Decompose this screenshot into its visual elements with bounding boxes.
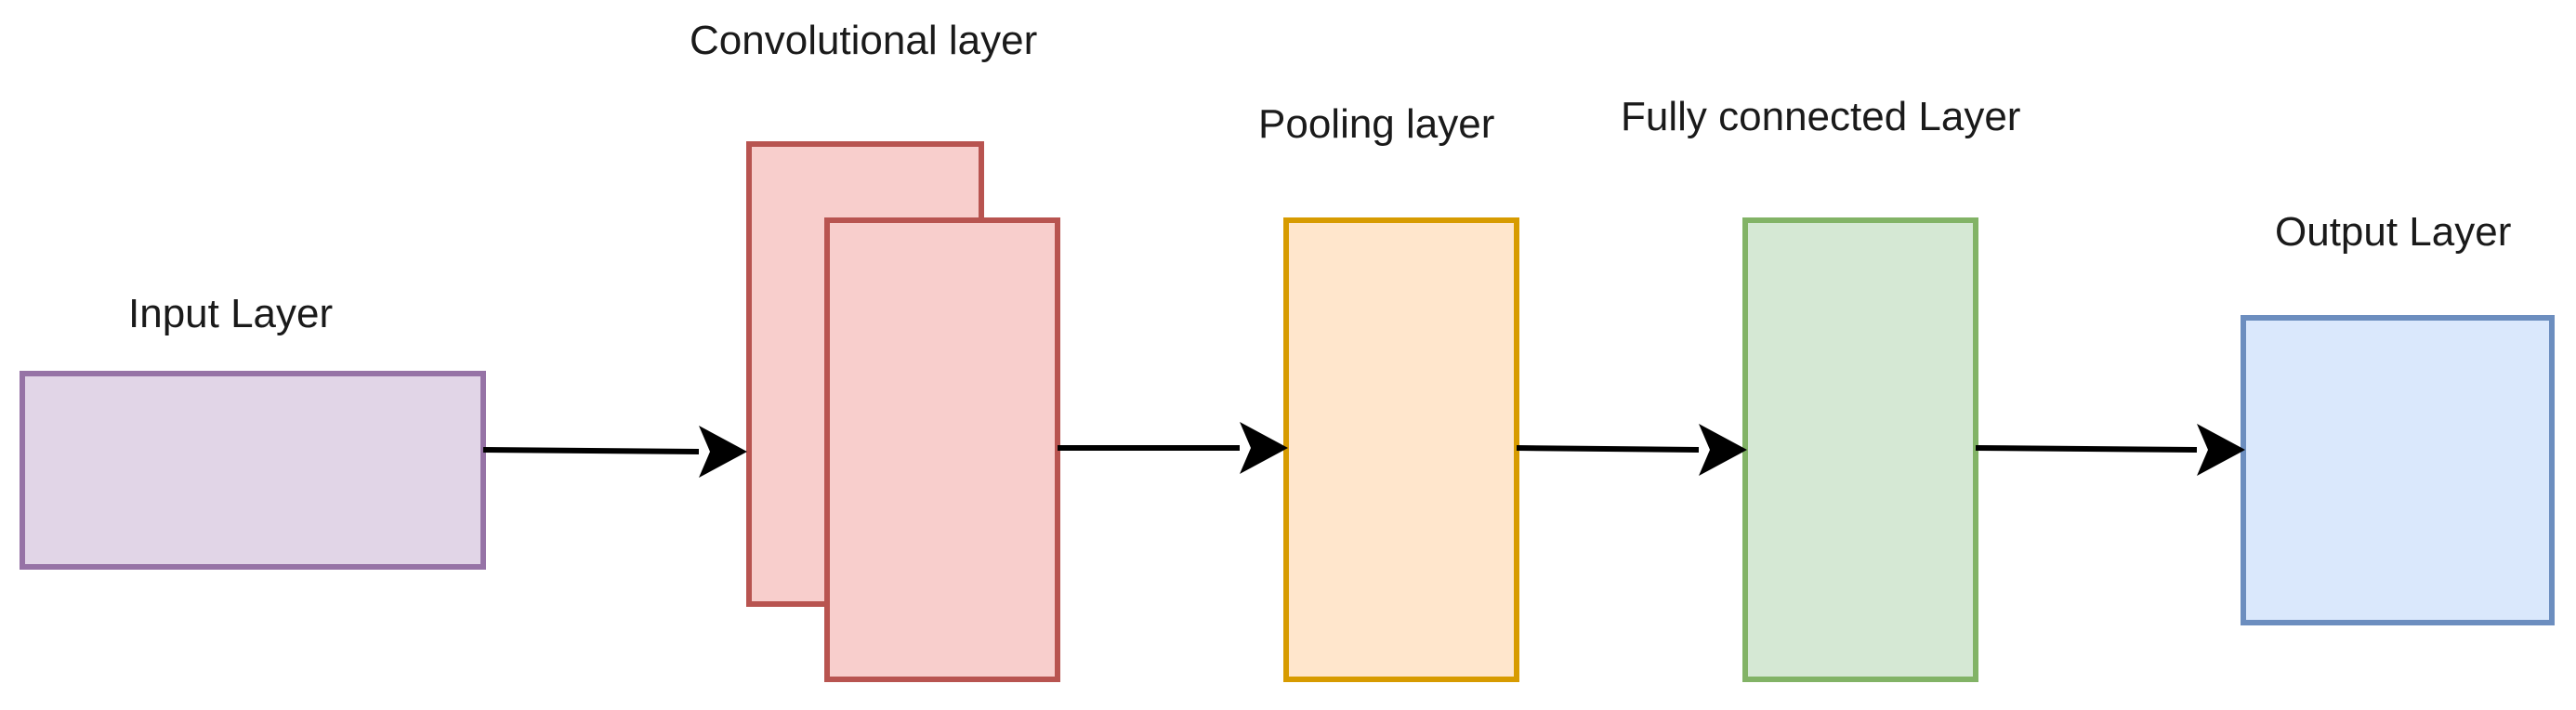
arrowhead-conv-to-pool [1240, 422, 1288, 474]
output-layer-box [2241, 315, 2555, 625]
conv-layer-label: Convolutional layer [690, 18, 1038, 63]
fc-layer-label: Fully connected Layer [1621, 94, 2021, 139]
input-layer-label: Input Layer [128, 291, 334, 336]
output-layer-label: Output Layer [2275, 209, 2512, 255]
arrow-pool-to-fc [1516, 445, 1700, 453]
arrow-input-to-conv [482, 447, 700, 454]
pooling-layer-box [1283, 217, 1519, 682]
arrowhead-pool-to-fc [1699, 424, 1747, 476]
arrowhead-fc-to-output [2197, 424, 2245, 476]
arrow-fc-to-output [1975, 445, 2198, 453]
pooling-layer-label: Pooling layer [1258, 101, 1495, 147]
fc-layer-box [1742, 217, 1978, 682]
arrowhead-input-to-conv [699, 426, 747, 478]
conv-layer-box-front [824, 217, 1060, 682]
input-layer-box [20, 371, 486, 570]
